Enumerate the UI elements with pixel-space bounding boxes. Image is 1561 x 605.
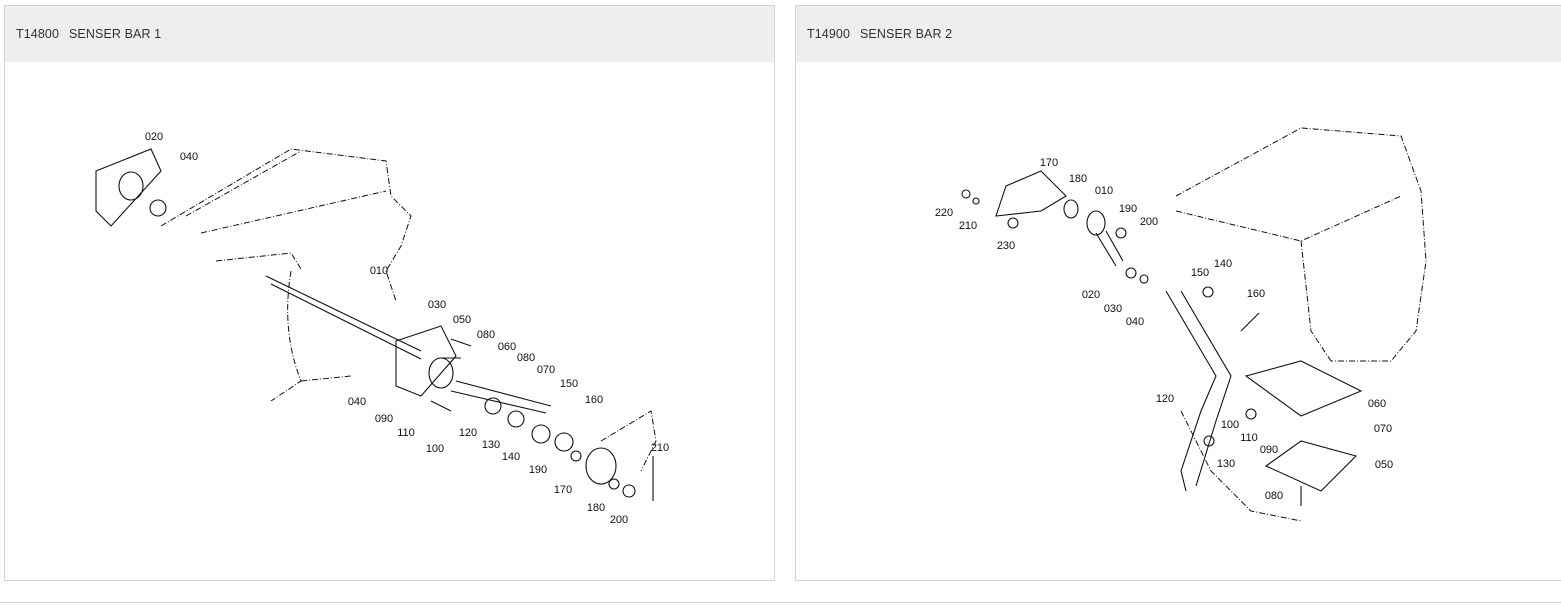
part-label[interactable]: 100	[1221, 419, 1239, 431]
part-label[interactable]: 030	[1104, 303, 1122, 315]
parts-diagram[interactable]: 170 180 010 190 200 220 210 230 150 140 …	[796, 62, 1561, 582]
part-label[interactable]: 200	[1140, 216, 1158, 228]
part-label[interactable]: 150	[560, 378, 578, 390]
part-label[interactable]: 070	[537, 364, 555, 376]
diagram-lines	[95, 148, 657, 501]
part-title: SENSER BAR 2	[860, 27, 953, 41]
part-label[interactable]: 060	[498, 341, 516, 353]
diagram-lines	[961, 127, 1427, 522]
part-code: T14900	[807, 27, 850, 41]
part-label[interactable]: 080	[517, 352, 535, 364]
part-label[interactable]: 040	[348, 396, 366, 408]
part-label[interactable]: 210	[651, 442, 669, 454]
part-label[interactable]: 140	[1214, 258, 1232, 270]
part-code: T14800	[16, 27, 59, 41]
part-label[interactable]: 070	[1374, 423, 1392, 435]
part-label[interactable]: 130	[482, 439, 500, 451]
part-label[interactable]: 090	[375, 413, 393, 425]
part-label[interactable]: 030	[428, 299, 446, 311]
part-label[interactable]: 050	[1375, 459, 1393, 471]
part-label[interactable]: 180	[1069, 173, 1087, 185]
part-label[interactable]: 080	[477, 329, 495, 341]
part-label[interactable]: 200	[610, 514, 628, 526]
part-label[interactable]: 080	[1265, 490, 1283, 502]
part-label[interactable]: 170	[1040, 157, 1058, 169]
part-label[interactable]: 220	[935, 207, 953, 219]
card-header: T14800 SENSER BAR 1	[5, 6, 774, 62]
diagram-card-senser-bar-1: T14800 SENSER BAR 1 020 040 010	[4, 5, 775, 581]
part-label[interactable]: 100	[426, 443, 444, 455]
part-label[interactable]: 010	[370, 265, 388, 277]
diagram-card-senser-bar-2: T14900 SENSER BAR 2 170 180 010 190 200	[795, 5, 1561, 581]
part-label[interactable]: 120	[1156, 393, 1174, 405]
part-label[interactable]: 110	[397, 427, 415, 439]
part-label[interactable]: 170	[554, 484, 572, 496]
card-header: T14900 SENSER BAR 2	[796, 6, 1561, 62]
part-label[interactable]: 190	[1119, 203, 1137, 215]
part-label[interactable]: 020	[145, 131, 163, 143]
part-label[interactable]: 190	[529, 464, 547, 476]
part-label[interactable]: 120	[459, 427, 477, 439]
part-label[interactable]: 020	[1082, 289, 1100, 301]
part-label[interactable]: 040	[180, 151, 198, 163]
part-label[interactable]: 150	[1191, 267, 1209, 279]
part-label[interactable]: 130	[1217, 458, 1235, 470]
part-label[interactable]: 060	[1368, 398, 1386, 410]
part-label[interactable]: 040	[1126, 316, 1144, 328]
part-label[interactable]: 180	[587, 502, 605, 514]
part-labels: 170 180 010 190 200 220 210 230 150 140 …	[935, 157, 1393, 502]
part-title: SENSER BAR 1	[69, 27, 162, 41]
part-label[interactable]: 230	[997, 240, 1015, 252]
part-label[interactable]: 050	[453, 314, 471, 326]
divider	[0, 602, 1561, 603]
part-label[interactable]: 210	[959, 220, 977, 232]
part-label[interactable]: 090	[1260, 444, 1278, 456]
parts-diagram[interactable]: 020 040 010 030 050 080 060 080 070 150 …	[5, 62, 776, 582]
part-label[interactable]: 010	[1095, 185, 1113, 197]
part-labels: 020 040 010 030 050 080 060 080 070 150 …	[145, 131, 669, 526]
part-label[interactable]: 110	[1240, 432, 1258, 444]
part-label[interactable]: 160	[1247, 288, 1265, 300]
part-label[interactable]: 160	[585, 394, 603, 406]
part-label[interactable]: 140	[502, 451, 520, 463]
